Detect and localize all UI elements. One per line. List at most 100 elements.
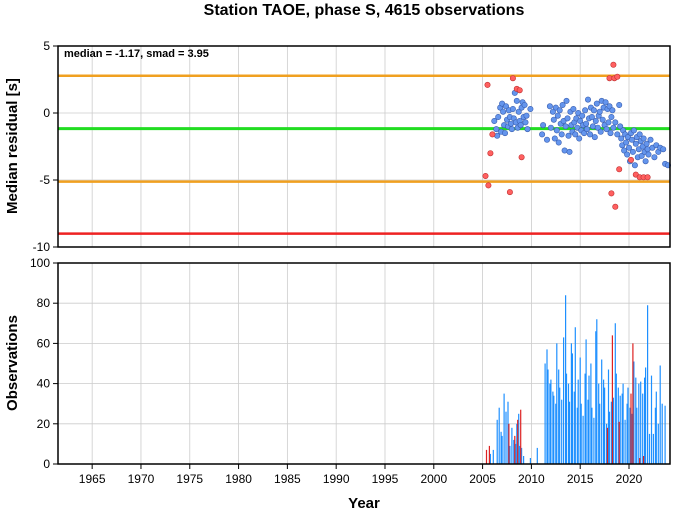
x-tick-label: 1980 bbox=[225, 472, 252, 486]
residual-point bbox=[583, 126, 590, 133]
residual-point bbox=[608, 114, 615, 121]
residual-point bbox=[550, 116, 557, 123]
y-tick-label: 20 bbox=[37, 417, 51, 431]
outlier-point bbox=[506, 189, 513, 196]
residual-point bbox=[554, 112, 561, 119]
y-tick-label: 100 bbox=[30, 256, 50, 270]
residual-point bbox=[493, 126, 500, 133]
outlier-point bbox=[516, 87, 523, 94]
x-tick-label: 2020 bbox=[616, 472, 643, 486]
residual-point bbox=[593, 100, 600, 107]
observation-bars bbox=[485, 295, 666, 464]
residual-point bbox=[547, 124, 554, 131]
residual-point bbox=[501, 130, 508, 137]
residual-point bbox=[509, 106, 516, 113]
residual-point bbox=[628, 136, 635, 143]
outlier-point bbox=[485, 182, 492, 189]
residual-point bbox=[563, 97, 570, 104]
residual-point bbox=[539, 131, 546, 138]
chart-title: Station TAOE, phase S, 4615 observations bbox=[204, 2, 525, 19]
y-tick-label: 0 bbox=[43, 457, 50, 471]
residual-point bbox=[594, 124, 601, 131]
observations-y-axis-label: Observations bbox=[4, 315, 21, 411]
x-tick-label: 2005 bbox=[469, 472, 496, 486]
residual-point bbox=[606, 103, 613, 110]
outlier-point bbox=[482, 173, 489, 180]
residual-point bbox=[583, 120, 590, 127]
residual-point bbox=[523, 112, 530, 119]
x-tick-label: 2000 bbox=[420, 472, 447, 486]
outlier-point bbox=[489, 131, 496, 138]
y-tick-label: 40 bbox=[37, 377, 51, 391]
residual-y-ticks: 50-5-10 bbox=[33, 39, 58, 254]
residual-point bbox=[629, 148, 636, 155]
y-tick-label: -5 bbox=[39, 173, 50, 187]
residual-point bbox=[564, 115, 571, 122]
outlier-point bbox=[518, 154, 525, 161]
residual-point bbox=[610, 124, 617, 131]
residual-point bbox=[513, 97, 520, 104]
residual-point bbox=[602, 99, 609, 106]
residual-point bbox=[632, 140, 639, 147]
residual-point bbox=[586, 131, 593, 138]
residual-point bbox=[581, 130, 588, 137]
observations-y-ticks: 100 80 60 40 20 0 bbox=[30, 256, 58, 471]
stats-annotation: median = -1.17, smad = 3.95 bbox=[64, 48, 209, 60]
residual-point bbox=[566, 148, 573, 155]
residual-point bbox=[565, 132, 572, 139]
residual-point bbox=[491, 118, 498, 125]
residual-point bbox=[582, 107, 589, 114]
residual-point bbox=[651, 154, 658, 161]
residual-point bbox=[612, 119, 619, 126]
residual-point bbox=[555, 139, 562, 146]
residual-point bbox=[584, 96, 591, 103]
residual-point bbox=[589, 123, 596, 130]
residual-point bbox=[556, 107, 563, 114]
x-tick-label: 1995 bbox=[372, 472, 399, 486]
residual-point bbox=[605, 119, 612, 126]
residual-point bbox=[559, 102, 566, 109]
residual-point bbox=[625, 144, 632, 151]
residual-point bbox=[515, 108, 522, 115]
residual-point bbox=[631, 162, 638, 169]
residual-y-axis-label: Median residual [s] bbox=[4, 78, 21, 214]
y-tick-label: 60 bbox=[37, 336, 51, 350]
outlier-point bbox=[608, 190, 615, 197]
outlier-point bbox=[610, 61, 617, 68]
residual-point bbox=[609, 107, 616, 114]
x-axis-label: Year bbox=[348, 495, 380, 511]
residual-point bbox=[603, 126, 610, 133]
observations-panel: 100 80 60 40 20 0 Observations bbox=[4, 256, 671, 471]
residual-panel-frame bbox=[57, 45, 671, 248]
residual-point bbox=[522, 119, 529, 126]
residual-point bbox=[549, 108, 556, 115]
outlier-point bbox=[612, 203, 619, 210]
residual-point bbox=[597, 128, 604, 135]
outlier-point bbox=[614, 73, 621, 80]
residual-point bbox=[558, 131, 565, 138]
outlier-point bbox=[627, 156, 634, 163]
residual-point bbox=[621, 147, 628, 154]
residual-panel: median = -1.17, smad = 3.95 50-5-10 Medi… bbox=[4, 39, 671, 254]
y-tick-label: 5 bbox=[43, 39, 50, 53]
residual-point bbox=[647, 136, 654, 143]
residual-point bbox=[562, 123, 569, 130]
residual-point bbox=[543, 136, 550, 143]
x-tick-label: 2015 bbox=[567, 472, 594, 486]
y-tick-label: 80 bbox=[37, 296, 51, 310]
residual-point bbox=[640, 135, 647, 142]
x-tick-label: 1990 bbox=[323, 472, 350, 486]
x-tick-label: 1985 bbox=[274, 472, 301, 486]
residual-point bbox=[527, 106, 534, 113]
residual-point bbox=[521, 102, 528, 109]
residual-point bbox=[540, 122, 547, 129]
residual-point bbox=[636, 131, 643, 138]
outlier-point bbox=[606, 75, 613, 82]
residual-point bbox=[561, 147, 568, 154]
y-tick-label: -10 bbox=[33, 240, 51, 254]
residual-point bbox=[614, 131, 621, 138]
residual-point bbox=[660, 146, 667, 153]
observations-panel-frame bbox=[57, 262, 671, 465]
residual-point bbox=[590, 107, 597, 114]
